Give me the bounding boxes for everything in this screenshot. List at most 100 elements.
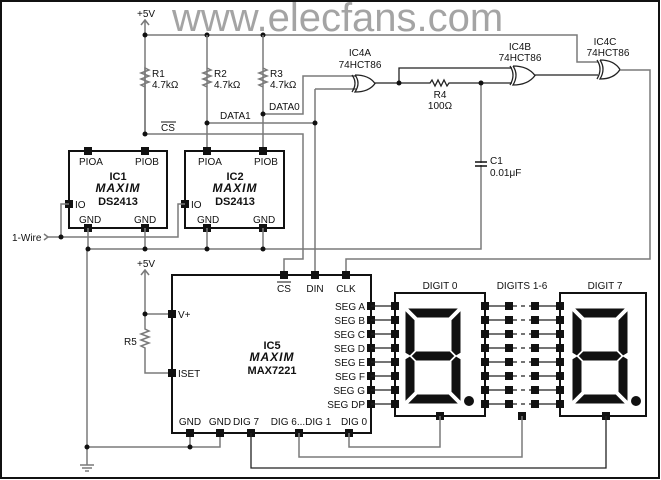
resistor-r1: R1 4.7kΩ xyxy=(138,66,179,133)
segment-c xyxy=(617,355,629,404)
gate-part: 74HCT86 xyxy=(499,53,542,64)
junction xyxy=(142,131,148,137)
c1-ref: C1 xyxy=(490,156,503,167)
segment-buses xyxy=(371,302,564,408)
dig6-1-wire xyxy=(298,416,523,458)
pin-segment xyxy=(505,358,513,366)
gate-ic4a: IC4A 74HCT86 xyxy=(339,48,382,93)
label-pioa: PIOA xyxy=(198,157,222,168)
xor-gate-icon xyxy=(509,65,536,86)
segment-f xyxy=(404,308,416,357)
pin-segment xyxy=(556,400,564,408)
segment-g xyxy=(577,350,623,362)
pin-clk xyxy=(342,271,350,279)
r1-ref: R1 xyxy=(152,69,165,80)
pin-pioa xyxy=(203,147,211,155)
label-gnd: GND xyxy=(253,215,275,226)
ic2-ds2413: PIOA PIOB IO GND GND IC2 MAXIM DS2413 xyxy=(181,147,285,232)
segment-label: SEG A xyxy=(335,302,365,313)
pin-segment xyxy=(505,330,513,338)
capacitor-icon xyxy=(475,161,487,167)
label-dig7: DIG 7 xyxy=(233,417,260,428)
pin-segment xyxy=(556,344,564,352)
label-clk: CLK xyxy=(336,284,356,295)
segment-label: SEG E xyxy=(334,358,365,369)
data0-label: DATA0 xyxy=(269,102,300,113)
pin-piob xyxy=(141,147,149,155)
dig0-wire xyxy=(348,416,441,448)
clk-wire xyxy=(345,69,651,275)
label-gnd: GND xyxy=(134,215,156,226)
pin-segment xyxy=(391,316,399,324)
decimal-point xyxy=(631,396,641,406)
data1-wire xyxy=(207,88,356,275)
pin-cs xyxy=(280,271,288,279)
segment-label: SEG DP xyxy=(327,400,365,411)
ic5-ref: IC5 xyxy=(263,340,280,352)
pin-segment xyxy=(481,316,489,324)
resistor-r2: R2 4.7kΩ xyxy=(200,35,241,151)
r5-ref: R5 xyxy=(124,337,137,348)
input-arrow-icon xyxy=(43,233,50,241)
gate-ref: IC4C xyxy=(594,37,617,48)
pin-segment xyxy=(481,400,489,408)
segment-label: SEG F xyxy=(335,372,365,383)
watermark: www.elecfans.com xyxy=(171,0,503,40)
junction xyxy=(260,246,266,252)
label-gnd: GND xyxy=(179,417,201,428)
label-piob: PIOB xyxy=(254,157,278,168)
ic5-gnd-wire xyxy=(87,433,221,448)
junction xyxy=(84,444,90,450)
r3-value: 4.7kΩ xyxy=(270,80,297,91)
segment-b xyxy=(450,308,462,357)
label-iset: ISET xyxy=(178,369,200,380)
cs-wire xyxy=(145,133,304,275)
pin-segment xyxy=(556,386,564,394)
junction xyxy=(142,311,148,317)
r2-value: 4.7kΩ xyxy=(214,80,241,91)
gate-part: 74HCT86 xyxy=(339,60,382,71)
junction xyxy=(396,80,402,86)
pin-segment xyxy=(505,386,513,394)
pin-segment xyxy=(391,344,399,352)
pin-segment xyxy=(391,302,399,310)
segment-a xyxy=(572,307,628,319)
pin-iset xyxy=(168,369,176,377)
pin-segment xyxy=(481,358,489,366)
xor-gate-icon xyxy=(596,59,621,80)
gate-part: 74HCT86 xyxy=(587,48,630,59)
pin-segment xyxy=(505,316,513,324)
data0-wire xyxy=(263,75,356,115)
junction xyxy=(260,111,266,117)
r2-ref: R2 xyxy=(214,69,227,80)
ic1-ref: IC1 xyxy=(109,171,126,183)
pin-segment xyxy=(391,358,399,366)
digit7-label: DIGIT 7 xyxy=(588,281,623,292)
pin-segment xyxy=(505,302,513,310)
pin-pioa xyxy=(84,147,92,155)
r4-ref: R4 xyxy=(434,90,447,101)
ic1-part: DS2413 xyxy=(98,196,138,208)
pin-segment xyxy=(531,358,539,366)
pin-segment xyxy=(481,386,489,394)
pin-segment xyxy=(556,330,564,338)
pin-segment xyxy=(391,330,399,338)
digits1-6-label: DIGITS 1-6 xyxy=(497,281,548,292)
seven-segment-icon xyxy=(404,307,474,406)
r4-network xyxy=(375,67,512,88)
label-din: DIN xyxy=(306,284,323,295)
label-io: IO xyxy=(75,200,86,211)
r4-value: 100Ω xyxy=(428,101,453,112)
pin-segment xyxy=(481,372,489,380)
ic1-ds2413: PIOA PIOB IO GND GND IC1 MAXIM DS2413 xyxy=(65,147,168,232)
one-wire-label: 1-Wire xyxy=(12,233,42,244)
label-vplus: V+ xyxy=(178,310,191,321)
pin-segment xyxy=(391,372,399,380)
label-gnd: GND xyxy=(209,417,231,428)
junction xyxy=(187,444,193,450)
label-piob: PIOB xyxy=(135,157,159,168)
segment-f xyxy=(571,308,583,357)
segment-label: SEG G xyxy=(333,386,365,397)
junction xyxy=(204,246,210,252)
